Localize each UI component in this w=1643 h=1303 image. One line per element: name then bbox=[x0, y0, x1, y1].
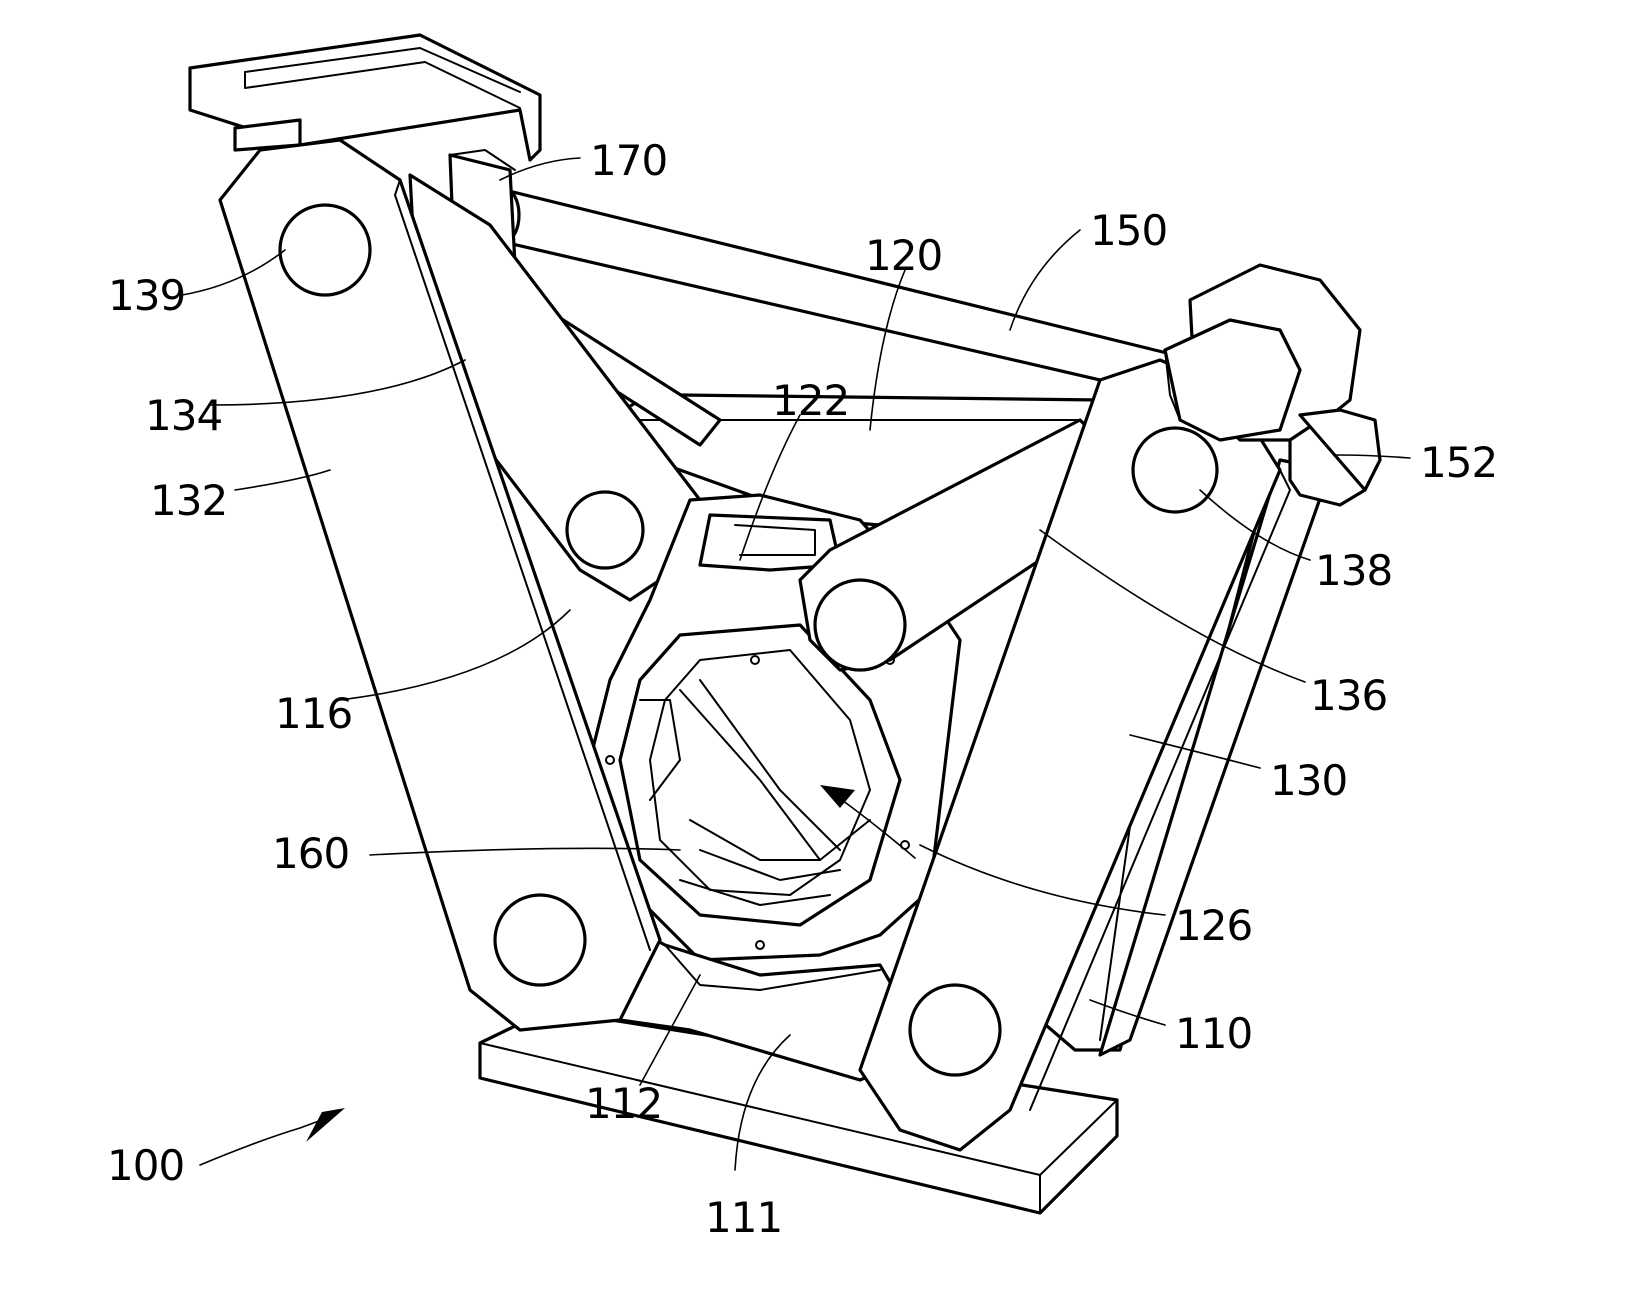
ref-138: 138 bbox=[1315, 546, 1392, 595]
ref-160: 160 bbox=[272, 829, 349, 878]
ref-116: 116 bbox=[275, 689, 352, 738]
ref-134: 134 bbox=[145, 391, 222, 440]
ref-152: 152 bbox=[1420, 438, 1497, 487]
ref-170: 170 bbox=[590, 136, 667, 185]
ref-130: 130 bbox=[1270, 756, 1347, 805]
ref-136: 136 bbox=[1310, 671, 1387, 720]
ref-100: 100 bbox=[107, 1141, 184, 1190]
ref-139: 139 bbox=[108, 271, 185, 320]
ref-150: 150 bbox=[1090, 206, 1167, 255]
ref-120: 120 bbox=[865, 231, 942, 280]
ref-132: 132 bbox=[150, 476, 227, 525]
ref-111: 111 bbox=[705, 1193, 782, 1242]
ref-122: 122 bbox=[772, 376, 849, 425]
ref-112: 112 bbox=[585, 1079, 662, 1128]
ref-110: 110 bbox=[1175, 1009, 1252, 1058]
ref-126: 126 bbox=[1175, 901, 1252, 950]
